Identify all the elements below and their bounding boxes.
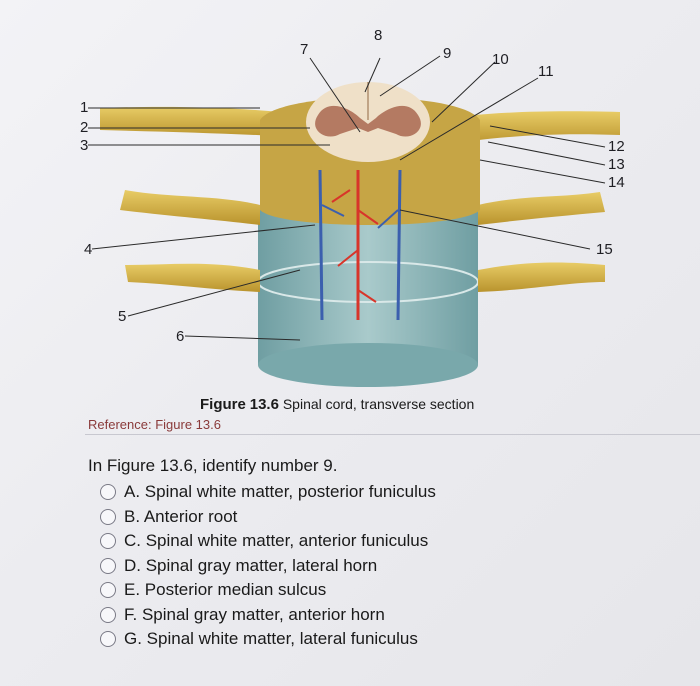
radio-button[interactable] xyxy=(100,508,116,525)
option-label: A. Spinal white matter, posterior funicu… xyxy=(124,482,436,502)
caption-figure-number: 13.6 xyxy=(249,396,279,413)
spinal-cord-figure: 1 2 3 4 5 6 7 8 9 10 11 12 13 14 15 xyxy=(80,27,625,387)
radio-button[interactable] xyxy=(100,631,116,648)
label-14: 14 xyxy=(608,174,625,191)
radio-button[interactable] xyxy=(100,557,116,574)
option-f[interactable]: F. Spinal gray matter, anterior horn xyxy=(100,603,436,628)
radio-button[interactable] xyxy=(100,533,116,550)
label-8: 8 xyxy=(374,27,382,44)
label-15: 15 xyxy=(596,241,613,258)
option-a[interactable]: A. Spinal white matter, posterior funicu… xyxy=(100,480,436,505)
caption-title: Spinal cord, transverse section xyxy=(282,396,475,412)
radio-button[interactable] xyxy=(100,606,116,623)
label-4: 4 xyxy=(84,241,92,258)
label-7: 7 xyxy=(300,41,308,58)
label-13: 13 xyxy=(608,156,625,173)
lower-spinal-nerves xyxy=(120,190,605,292)
radio-button[interactable] xyxy=(100,582,116,599)
option-label: E. Posterior median sulcus xyxy=(124,580,327,600)
gray-matter xyxy=(315,105,421,137)
figure-caption: Figure 13.6 Spinal cord, transverse sect… xyxy=(200,396,474,413)
option-label: C. Spinal white matter, anterior funicul… xyxy=(124,531,429,551)
answer-options: A. Spinal white matter, posterior funicu… xyxy=(100,480,436,652)
reference-text: Reference: Figure 13.6 xyxy=(88,417,221,432)
label-11: 11 xyxy=(538,63,554,80)
figure-labels: 1 2 3 4 5 6 7 8 9 10 11 12 13 14 15 xyxy=(80,27,625,345)
cross-section xyxy=(260,82,480,225)
blood-vessels xyxy=(318,169,402,321)
label-10: 10 xyxy=(492,51,509,68)
question-text: In Figure 13.6, identify number 9. xyxy=(88,456,338,475)
radio-button[interactable] xyxy=(100,484,116,501)
option-label: D. Spinal gray matter, lateral horn xyxy=(124,555,378,575)
option-e[interactable]: E. Posterior median sulcus xyxy=(100,578,436,603)
label-9: 9 xyxy=(443,45,451,62)
label-2: 2 xyxy=(80,119,88,136)
label-5: 5 xyxy=(118,308,126,325)
label-1: 1 xyxy=(80,99,88,116)
divider xyxy=(85,434,700,435)
option-label: F. Spinal gray matter, anterior horn xyxy=(124,604,385,624)
label-12: 12 xyxy=(608,138,625,155)
option-g[interactable]: G. Spinal white matter, lateral funiculu… xyxy=(100,627,436,652)
option-d[interactable]: D. Spinal gray matter, lateral horn xyxy=(100,554,436,579)
label-3: 3 xyxy=(80,137,88,154)
leader-lines xyxy=(88,55,606,341)
option-label: B. Anterior root xyxy=(124,506,238,526)
option-c[interactable]: C. Spinal white matter, anterior funicul… xyxy=(100,529,436,554)
option-label: G. Spinal white matter, lateral funiculu… xyxy=(124,629,418,649)
caption-figure-label: Figure xyxy=(200,396,246,413)
option-b[interactable]: B. Anterior root xyxy=(100,505,436,530)
white-matter xyxy=(306,82,430,162)
label-6: 6 xyxy=(176,328,184,345)
